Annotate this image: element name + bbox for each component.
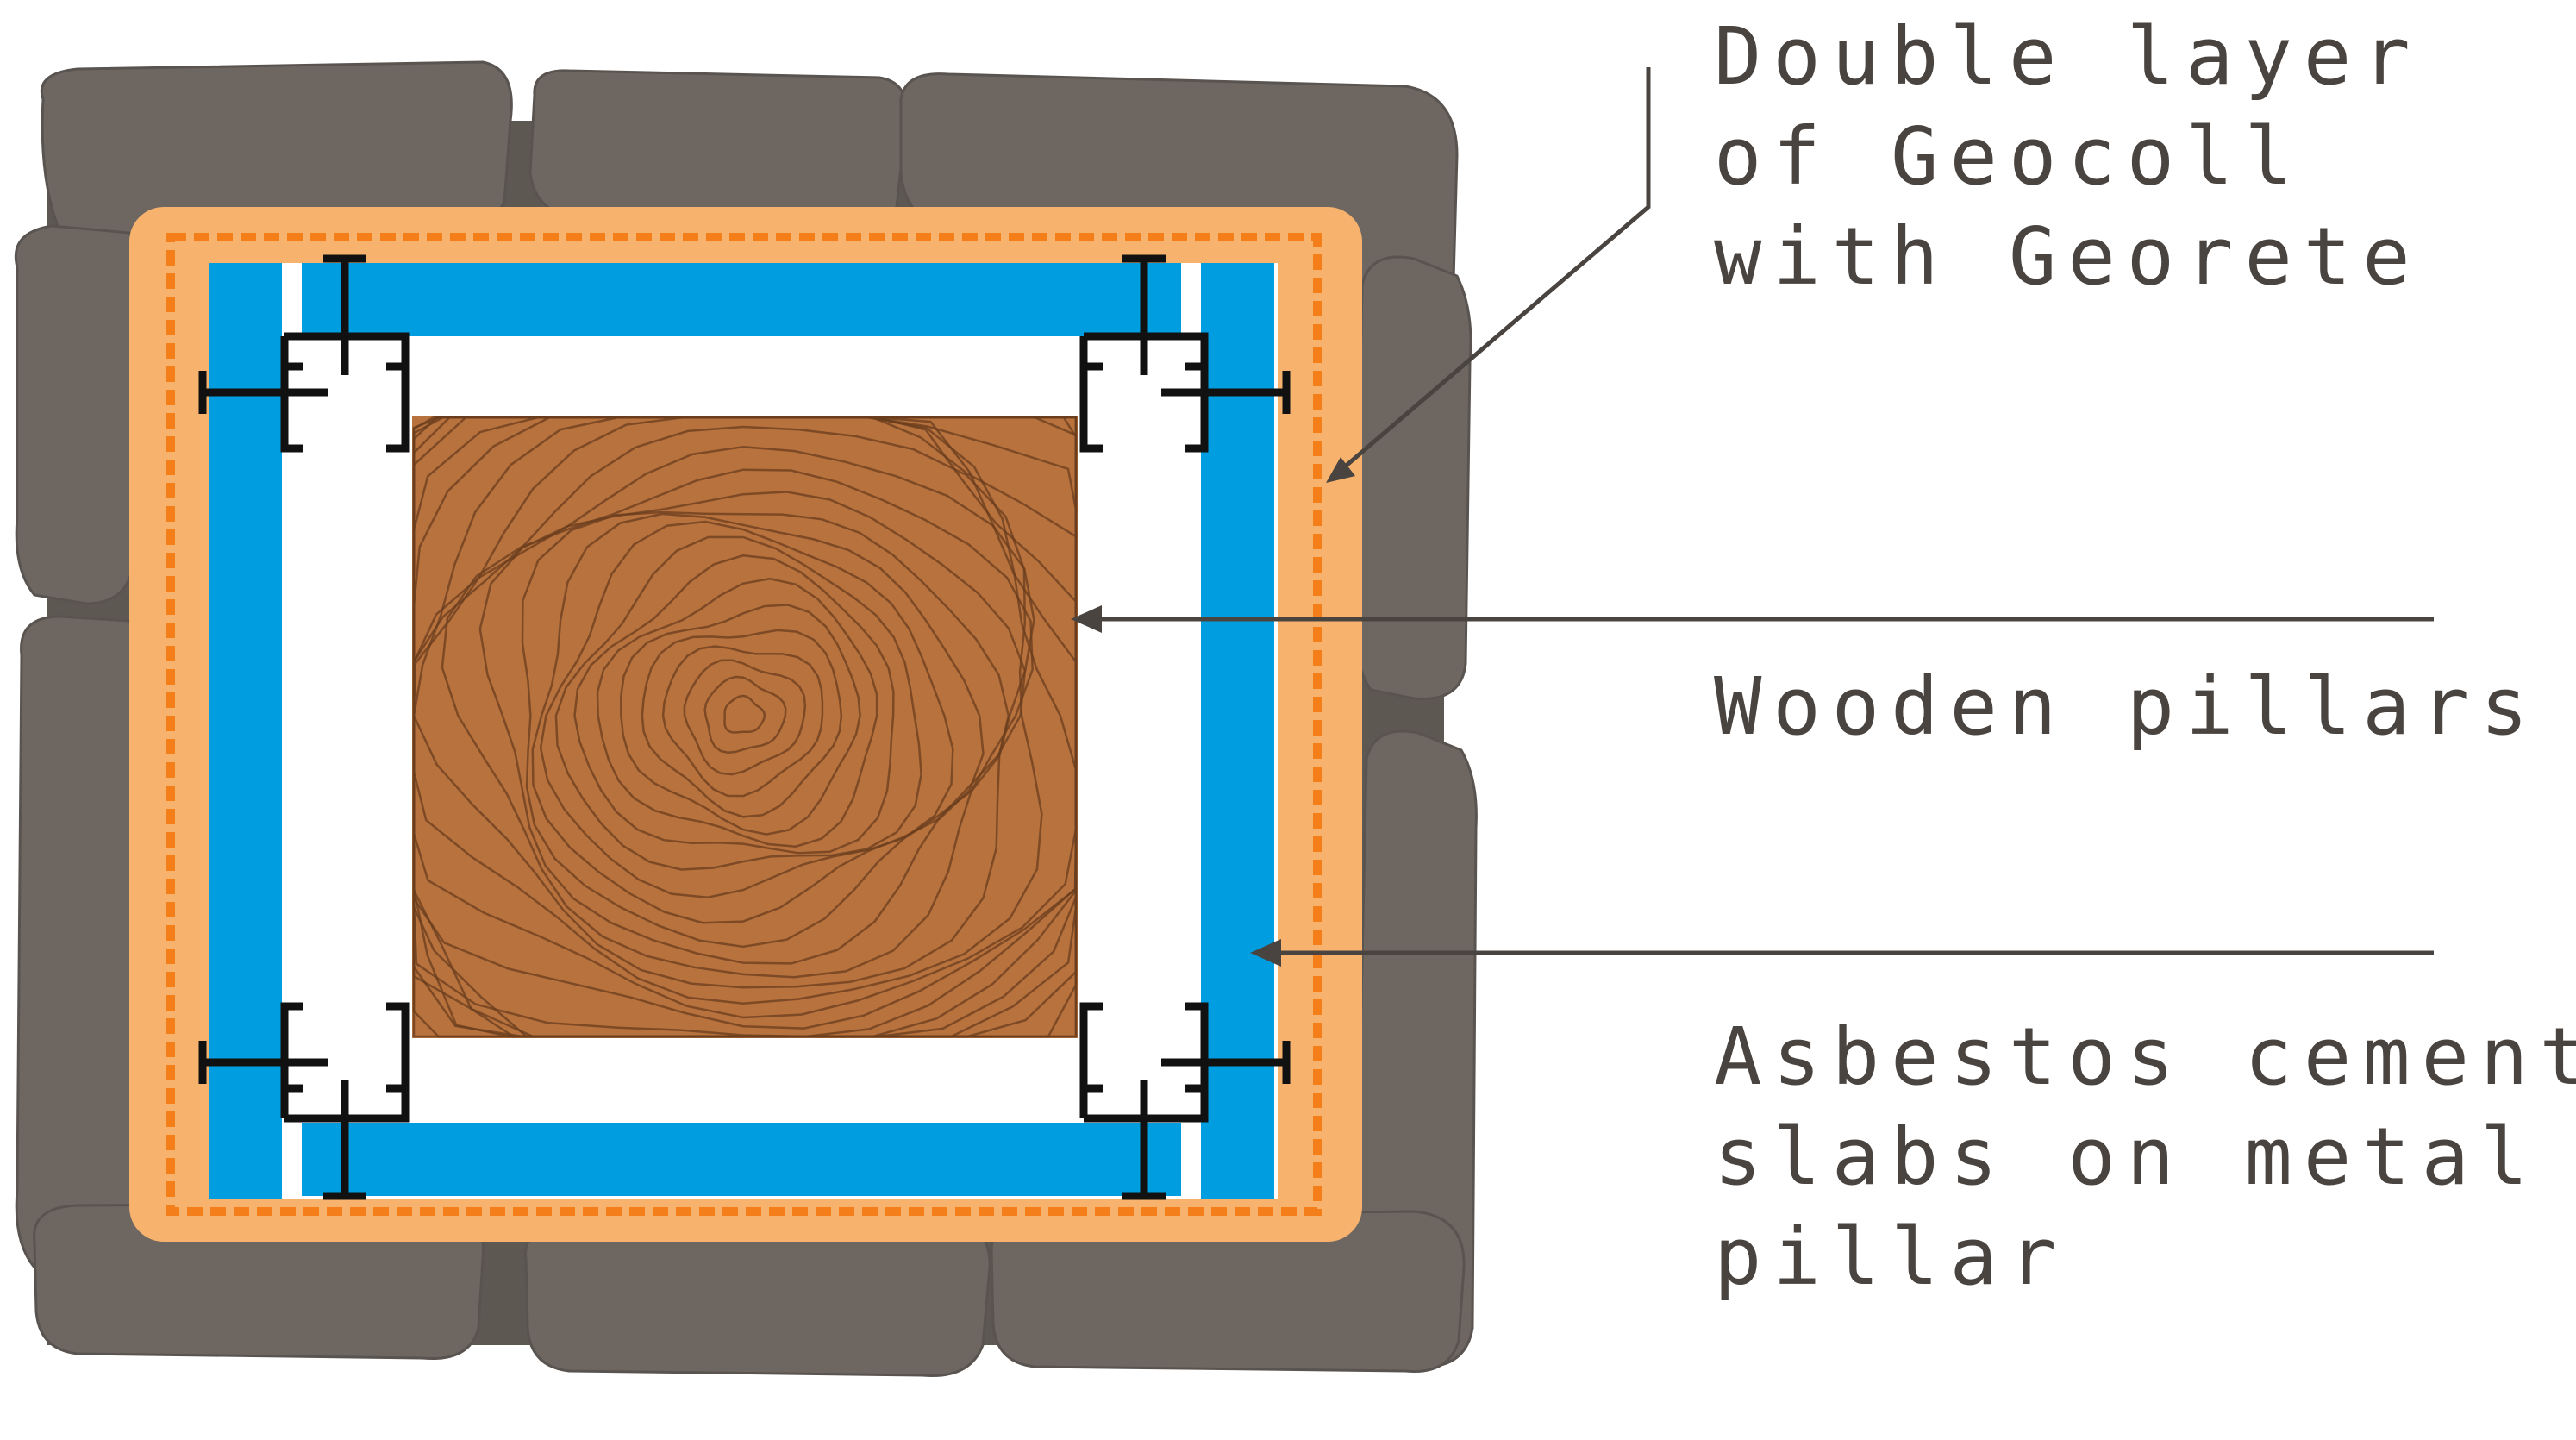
wood-ring <box>478 491 1027 965</box>
label-slabs-line-3: pillar <box>1714 1211 2068 1303</box>
arrowhead-wood <box>1071 605 1102 633</box>
wood-ring <box>596 577 878 848</box>
metal-pillar-top-right <box>1079 254 1291 453</box>
slab-right <box>1201 263 1274 1199</box>
label-wood-line-1: Wooden pillars <box>1714 661 2540 753</box>
wooden-pillar-block <box>412 416 1078 1038</box>
wooden-pillar <box>412 416 1078 1038</box>
wood-ring <box>521 510 1010 949</box>
slab-left <box>209 263 282 1199</box>
leader-lines <box>1071 67 2434 967</box>
stone-left-upper <box>14 224 141 605</box>
metal-pillar-bottom-left <box>198 1002 410 1200</box>
wood-ring <box>441 468 1034 979</box>
wood-ring <box>554 535 922 871</box>
label-wooden-pillars: Wooden pillars <box>1714 657 2539 757</box>
stone-bottom-left <box>33 1201 485 1361</box>
label-geocoll-line-2: of Geocoll <box>1714 110 2304 203</box>
label-slabs-line-2: slabs on metal <box>1714 1111 2540 1203</box>
wood-ring <box>661 645 824 798</box>
wood-ring <box>620 604 861 836</box>
wood-ring <box>412 416 1078 1038</box>
wood-ring <box>641 629 843 818</box>
wood-grain-rings <box>412 416 1078 1038</box>
leader-geocoll <box>1336 67 1651 474</box>
wood-ring <box>531 512 985 924</box>
arrowhead-slabs <box>1250 939 1281 967</box>
stone-top-middle <box>528 69 909 229</box>
label-asbestos-cement-slabs: Asbestos cement slabs on metal pillar <box>1714 1007 2576 1307</box>
wood-ring <box>683 659 807 776</box>
wood-ring <box>539 520 954 898</box>
label-slabs-line-1: Asbestos cement <box>1714 1011 2576 1103</box>
arrowhead-geocoll <box>1326 457 1355 483</box>
wood-ring <box>723 694 766 734</box>
metal-pillar-bottom-right <box>1079 1002 1291 1200</box>
stone-right-upper <box>1354 255 1472 700</box>
label-geocoll-line-3: with Georete <box>1714 210 2422 303</box>
label-double-layer-geocoll: Double layer of Geocoll with Georete <box>1714 7 2422 307</box>
slab-bottom <box>302 1123 1181 1196</box>
label-geocoll-line-1: Double layer <box>1714 10 2422 103</box>
georete-dashed-line <box>166 233 1322 1216</box>
slab-top <box>302 263 1181 336</box>
wood-ring <box>573 554 895 855</box>
stone-left-lower <box>15 615 145 1278</box>
stone-bottom-middle <box>524 1218 991 1378</box>
wood-ring <box>703 675 787 754</box>
metal-pillars <box>198 254 1291 1200</box>
metal-pillar-top-left <box>198 254 410 453</box>
